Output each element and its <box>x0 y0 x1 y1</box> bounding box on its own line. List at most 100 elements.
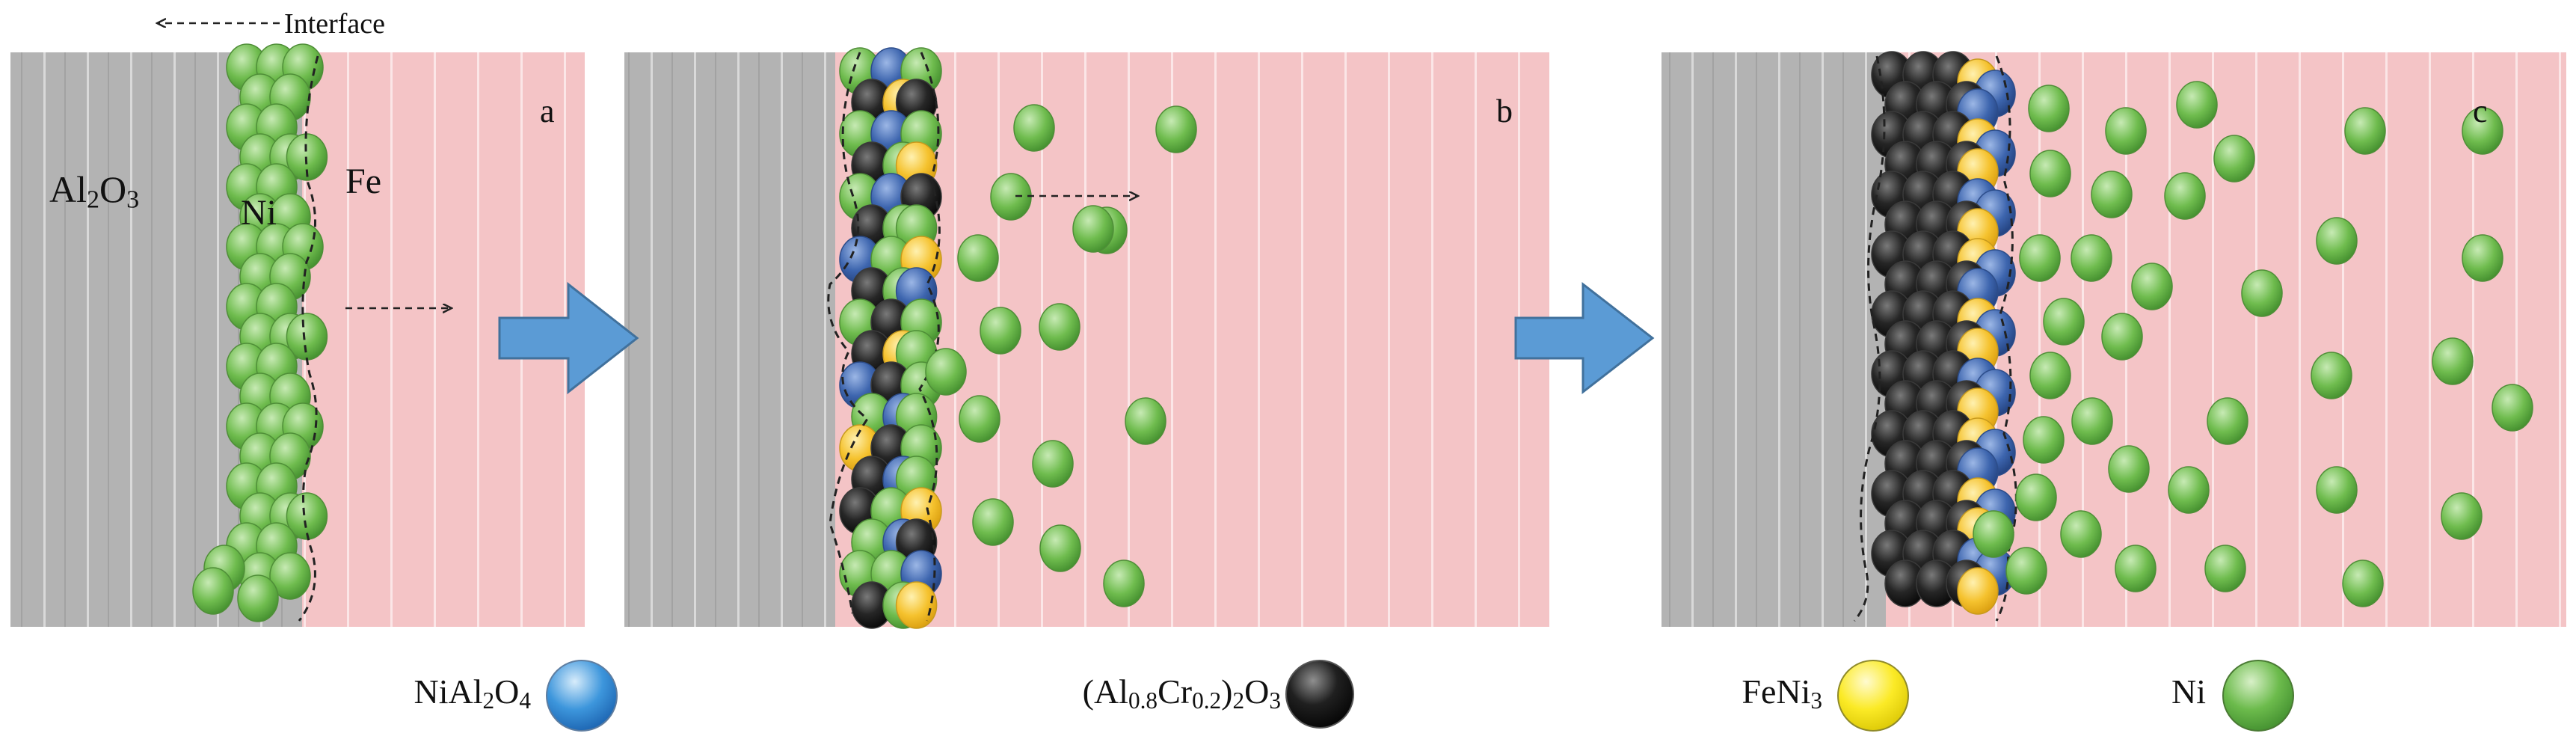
ni-particle <box>1013 104 1055 152</box>
interface-boundary <box>298 55 319 622</box>
diffusing-ni-particles <box>1973 81 2533 607</box>
substrate-label-base: Al <box>49 168 87 210</box>
metal-region <box>835 52 1549 627</box>
ni-particle <box>1103 560 1145 607</box>
ni-particle <box>2023 416 2065 464</box>
ni-layer-label: Ni <box>241 193 277 233</box>
legend-nial2o4-part: 2 <box>482 687 495 714</box>
ni-particle <box>2164 172 2206 220</box>
ni-particle <box>2028 85 2070 132</box>
reaction-layer-particles <box>1871 51 2016 615</box>
legend-alcr-oxide-part: 3 <box>1269 687 1281 714</box>
ni-particle <box>2029 150 2071 197</box>
ni-particle <box>1155 105 1197 153</box>
legend-nial2o4-part: NiAl <box>414 672 483 711</box>
legend-alcr-oxide-part: (Al <box>1082 672 1128 711</box>
ni-particle <box>2462 107 2503 155</box>
ni-particle <box>2344 107 2386 155</box>
ni-particle <box>2019 234 2061 282</box>
ni-particle <box>925 348 967 396</box>
ni-particle <box>2207 397 2248 445</box>
ni-particle <box>1973 510 2014 558</box>
ni-particle <box>2005 547 2047 595</box>
ni-particle <box>990 173 1032 221</box>
ni-particle <box>2168 466 2210 514</box>
legend-ni-part: Ni <box>2171 672 2206 711</box>
ni-particle <box>2311 352 2352 399</box>
ni-particle <box>980 307 1021 355</box>
ni-particle <box>2115 545 2157 592</box>
ni-particle <box>2492 384 2533 432</box>
ni-particle <box>959 395 1000 443</box>
ni-particle <box>972 498 1014 546</box>
legend-alcr-oxide-part: 0.8 <box>1128 687 1158 714</box>
ni-particle <box>1039 524 1081 572</box>
legend-alcr-oxide-part: ) <box>1221 672 1233 711</box>
ni-particle <box>2015 473 2057 521</box>
legend-nial2o4-part: 4 <box>519 687 531 714</box>
ni-particle <box>1072 205 1114 253</box>
legend-sphere-ni <box>2222 660 2294 732</box>
ni-particle <box>237 574 279 622</box>
legend-alcr-oxide-part: 0.2 <box>1192 687 1222 714</box>
ni-particle <box>2029 352 2071 399</box>
substrate-label-sub: 2 <box>87 186 99 214</box>
ni-particle <box>2105 107 2147 155</box>
ni-particle <box>2176 81 2218 129</box>
ni-particle <box>957 234 999 282</box>
process-arrow-1 <box>498 281 639 395</box>
ni-particle <box>2241 269 2283 317</box>
legend-nial2o4-part: O <box>494 672 520 711</box>
legend-feni3-part: 3 <box>1810 687 1822 714</box>
ni-particle <box>2316 217 2358 265</box>
substrate-region <box>1662 52 1886 627</box>
ni-particle <box>2071 397 2113 445</box>
legend-label-nial2o4: NiAl2O4 <box>414 672 531 714</box>
ni-particle <box>2043 298 2085 346</box>
ni-particle <box>2316 466 2358 514</box>
legend-label-ni: Ni <box>2171 675 2206 709</box>
ni-particle <box>1032 440 1074 488</box>
legend-label-feni3: FeNi3 <box>1742 672 1822 714</box>
oxide-boundary-left <box>1853 55 1886 622</box>
panel-b <box>624 47 1549 629</box>
ni-particle <box>2342 560 2384 607</box>
feni3-particle <box>1957 567 1999 615</box>
substrate-label-sub: 3 <box>126 186 140 214</box>
legend-alcr-oxide-part: Cr <box>1158 672 1193 711</box>
substrate-region <box>624 52 835 627</box>
ni-particle <box>2060 510 2102 558</box>
legend-label-alcr-oxide: (Al0.8Cr0.2)2O3 <box>1082 672 1281 714</box>
legend-sphere-alcr-oxide <box>1285 660 1354 729</box>
ni-particle <box>192 567 234 615</box>
panel-c <box>1662 51 2566 627</box>
diffusing-ni-particles <box>925 104 1197 607</box>
ni-particle <box>269 552 311 600</box>
legend-alcr-oxide-part: O <box>1244 672 1270 711</box>
ni-particle <box>2101 313 2143 361</box>
legend-feni3-part: FeNi <box>1742 672 1811 711</box>
reaction-boundary-inner <box>827 52 870 614</box>
legend-sphere-feni3 <box>1837 660 1909 732</box>
ni-particle <box>2213 135 2255 183</box>
panel-letter-b: b <box>1496 93 1513 129</box>
process-arrow-2 <box>1514 281 1655 395</box>
fe-label: Fe <box>345 162 381 201</box>
ni-particle <box>2441 492 2483 540</box>
interface-label: Interface <box>284 8 385 40</box>
reaction-layer-particles <box>839 47 942 629</box>
substrate-label-mid: O <box>99 168 127 210</box>
feni3-particle <box>895 581 938 629</box>
legend-sphere-nial2o4 <box>546 660 618 732</box>
ni-particle <box>1125 397 1166 445</box>
substrate-label: Al2O3 <box>49 171 139 212</box>
ni-particle <box>2432 337 2474 385</box>
ni-particle <box>2091 171 2133 218</box>
ni-particle <box>2071 234 2112 282</box>
legend-alcr-oxide-part: 2 <box>1232 687 1245 714</box>
ni-particle <box>2462 234 2503 282</box>
ni-particle <box>1039 303 1080 351</box>
panel-letter-a: a <box>540 93 555 129</box>
panel-letter-c: c <box>2473 93 2488 129</box>
